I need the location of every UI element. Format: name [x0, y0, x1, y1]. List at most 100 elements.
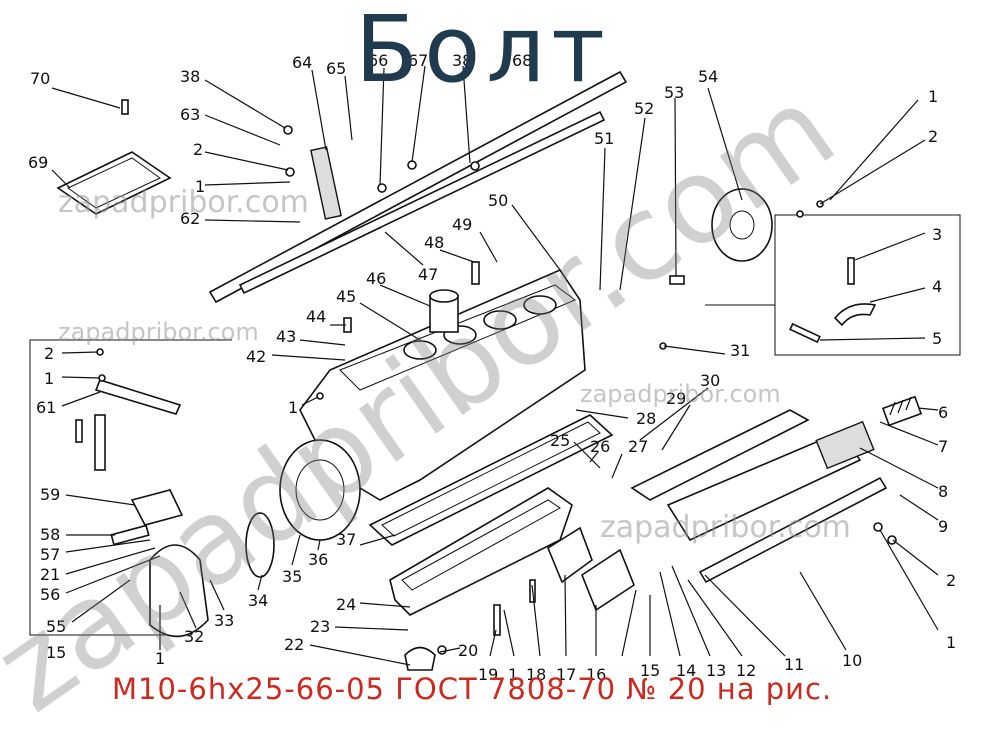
callout-68: 68 [512, 51, 532, 70]
callout-1f: 1 [946, 633, 956, 652]
callout-46: 46 [366, 269, 386, 288]
page-title: Болт [355, 0, 611, 103]
callout-7: 7 [938, 437, 948, 456]
callout-2b: 2 [44, 344, 54, 363]
camshaft-rail [698, 476, 888, 584]
part-caption: M10-6hx25-66-05 ГОСТ 7808-70 № 20 на рис… [112, 672, 833, 706]
callout-65: 65 [326, 59, 346, 78]
callout-64: 64 [292, 53, 312, 72]
spring [881, 395, 923, 427]
callout-26: 26 [590, 437, 610, 456]
valve-cover [630, 409, 810, 501]
callout-1d: 1 [155, 649, 165, 668]
cover-plate [56, 151, 172, 215]
callout-32: 32 [184, 627, 204, 646]
callout-45: 45 [336, 287, 356, 306]
callout-70: 70 [30, 69, 50, 88]
rocker-arm [310, 146, 342, 220]
callout-3: 3 [932, 225, 942, 244]
callout-28: 28 [636, 409, 656, 428]
callout-51: 51 [594, 129, 614, 148]
callout-69: 69 [28, 153, 48, 172]
front-flange-inner [295, 459, 345, 521]
callout-8: 8 [938, 482, 948, 501]
callout-36: 36 [308, 550, 328, 569]
left-inset-frame [29, 339, 232, 636]
callout-24: 24 [336, 595, 356, 614]
callout-52: 52 [634, 99, 654, 118]
callout-42: 42 [246, 347, 266, 366]
cover-plate-inner [67, 157, 161, 209]
right-inset-frame [705, 214, 961, 356]
bore-sleeves [429, 289, 459, 333]
leader-lines [51, 65, 939, 666]
callout-15a: 15 [46, 643, 66, 662]
drive-gear [711, 188, 773, 262]
callout-1b: 1 [44, 369, 54, 388]
callout-16: 16 [586, 665, 606, 684]
oil-pan-mesh [401, 499, 561, 591]
camshaft-housing [666, 431, 862, 542]
end-cover [149, 544, 209, 638]
side-cover-gasket [547, 526, 593, 584]
callout-20: 20 [458, 641, 478, 660]
callout-labels: 70 38 63 2 1 69 62 64 65 66 67 38 68 53 … [28, 51, 956, 684]
callout-9: 9 [938, 517, 948, 536]
callout-33: 33 [214, 611, 234, 630]
callout-2c: 2 [946, 571, 956, 590]
callout-62: 62 [180, 209, 200, 228]
callout-35: 35 [282, 567, 302, 586]
callout-5: 5 [932, 329, 942, 348]
callout-13: 13 [706, 661, 726, 680]
roller-cylinder [815, 420, 875, 470]
callout-49: 49 [452, 215, 472, 234]
sleeve [110, 524, 150, 546]
callout-2: 2 [193, 140, 203, 159]
bracket-plate [130, 489, 184, 526]
rod [789, 322, 821, 344]
top-shaft [208, 70, 628, 304]
drive-gear-hub [729, 210, 755, 240]
callout-44: 44 [306, 307, 326, 326]
callout-23: 23 [310, 617, 330, 636]
cylinder-head-top [339, 284, 576, 391]
callout-67: 67 [408, 51, 428, 70]
callout-15b: 15 [640, 661, 660, 680]
callout-30: 30 [700, 371, 720, 390]
front-flange [279, 439, 361, 541]
callout-38b: 38 [452, 51, 472, 70]
callout-66: 66 [368, 51, 388, 70]
callout-4: 4 [932, 277, 942, 296]
callout-53: 53 [664, 83, 684, 102]
callout-63: 63 [180, 105, 200, 124]
oil-pan-gasket-inner [381, 421, 601, 537]
link-rod [94, 414, 106, 471]
callout-38: 38 [180, 67, 200, 86]
callout-31: 31 [730, 341, 750, 360]
callout-50: 50 [488, 191, 508, 210]
callout-59: 59 [40, 485, 60, 504]
seal-ring [245, 512, 275, 578]
callout-61: 61 [36, 398, 56, 417]
fork-lever [833, 303, 877, 327]
callout-1e: 1 [508, 665, 518, 684]
callout-10: 10 [842, 651, 862, 670]
callout-21: 21 [40, 565, 60, 584]
callout-29: 29 [666, 389, 686, 408]
callout-43: 43 [276, 327, 296, 346]
callout-55: 55 [46, 617, 66, 636]
callout-58: 58 [40, 525, 60, 544]
callout-1g: 1 [928, 87, 938, 106]
callout-17: 17 [556, 665, 576, 684]
callout-54: 54 [698, 67, 718, 86]
callout-1: 1 [195, 177, 205, 196]
top-shaft-2 [238, 110, 606, 295]
callout-22: 22 [284, 635, 304, 654]
callout-25: 25 [550, 431, 570, 450]
callout-2d: 2 [928, 127, 938, 146]
lifting-eye [404, 646, 436, 671]
bracket-link [94, 379, 182, 415]
callout-18: 18 [526, 665, 546, 684]
pin [847, 257, 855, 285]
